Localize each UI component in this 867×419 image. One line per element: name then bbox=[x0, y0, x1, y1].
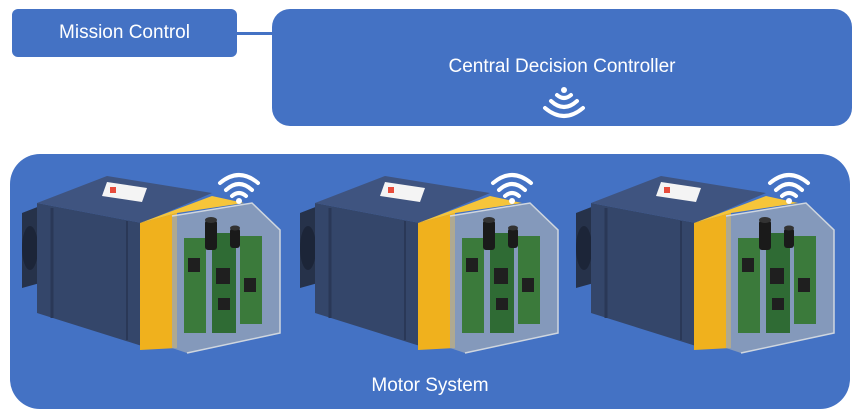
wireless-signal-icon bbox=[490, 172, 534, 204]
mission-control-box: Mission Control bbox=[12, 9, 237, 57]
wireless-signal-icon bbox=[767, 172, 811, 204]
motor-system-label: Motor System bbox=[371, 375, 489, 396]
wireless-signal-icon bbox=[217, 172, 261, 204]
connector-line bbox=[237, 32, 272, 35]
motor-image-2 bbox=[290, 168, 580, 368]
central-decision-controller-box: Central Decision Controller bbox=[272, 9, 852, 126]
mission-control-label: Mission Control bbox=[59, 22, 190, 43]
motor-system-box: Motor System bbox=[10, 154, 850, 409]
motor-image-3 bbox=[566, 168, 856, 368]
central-decision-controller-label: Central Decision Controller bbox=[448, 56, 676, 77]
wireless-signal-icon bbox=[542, 87, 586, 119]
